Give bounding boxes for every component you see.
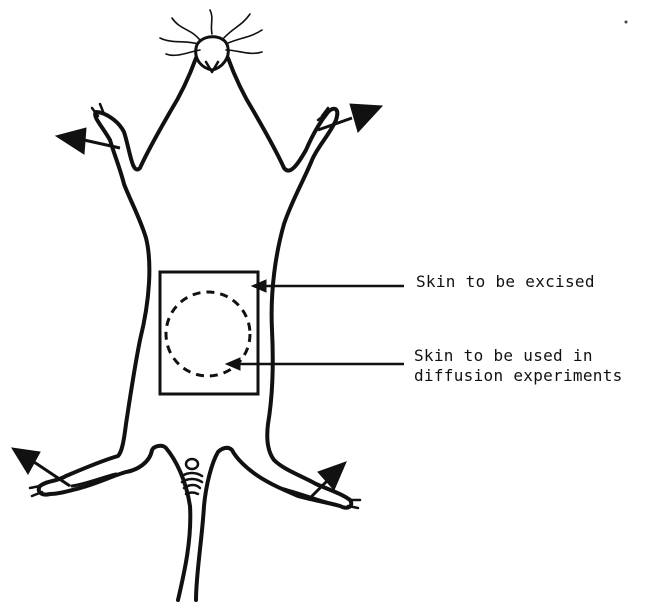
- arrow-hind-left: [12, 448, 70, 486]
- speck: [625, 21, 628, 24]
- leader-arrows: [226, 280, 404, 370]
- genital-area: [182, 459, 202, 494]
- label-diffusion-line2: diffusion experiments: [414, 366, 623, 386]
- stretch-arrows: [12, 104, 382, 500]
- label-skin-diffusion: Skin to be used in diffusion experiments: [414, 346, 623, 386]
- label-skin-excised: Skin to be excised: [416, 272, 595, 292]
- rat-snout: [196, 37, 229, 70]
- excision-square: [160, 272, 258, 394]
- whiskers: [160, 10, 262, 55]
- rat-nose: [206, 62, 218, 72]
- label-diffusion-line1: Skin to be used in: [414, 346, 623, 366]
- body-outline-right: [196, 58, 351, 600]
- leader-diffusion: [226, 358, 404, 370]
